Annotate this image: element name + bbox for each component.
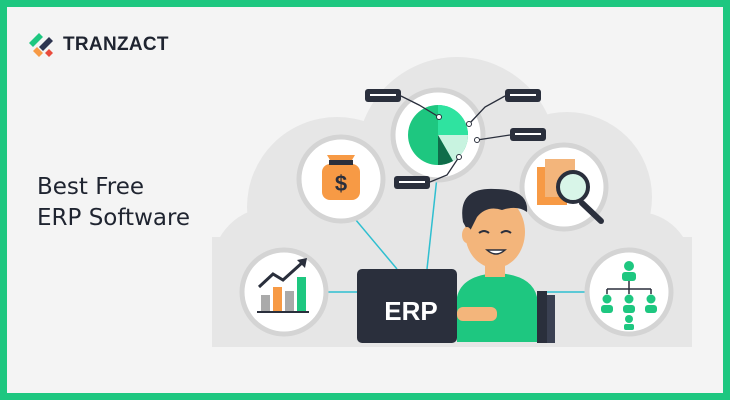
brand-name: TRANZACT — [63, 34, 169, 55]
erp-illustration: $ — [212, 57, 692, 347]
laptop-erp-label: ERP — [384, 295, 438, 326]
title-line-2: ERP Software — [37, 205, 191, 231]
page-title: Best Free ERP Software — [37, 172, 190, 234]
money-bag-icon: $ — [296, 134, 386, 224]
magnifier-documents-icon — [519, 142, 609, 232]
pie-callouts — [365, 89, 546, 189]
title-line-1: Best Free — [37, 174, 145, 200]
brand-logo[interactable]: TRANZACT — [25, 29, 169, 61]
person-illustration — [457, 188, 537, 342]
pie-chart-icon — [390, 87, 486, 183]
tranzact-logo-icon — [29, 33, 53, 57]
org-hierarchy-icon — [584, 247, 674, 337]
svg-text:$: $ — [335, 171, 347, 196]
growth-bar-chart-icon — [239, 247, 329, 337]
laptop — [357, 269, 555, 343]
